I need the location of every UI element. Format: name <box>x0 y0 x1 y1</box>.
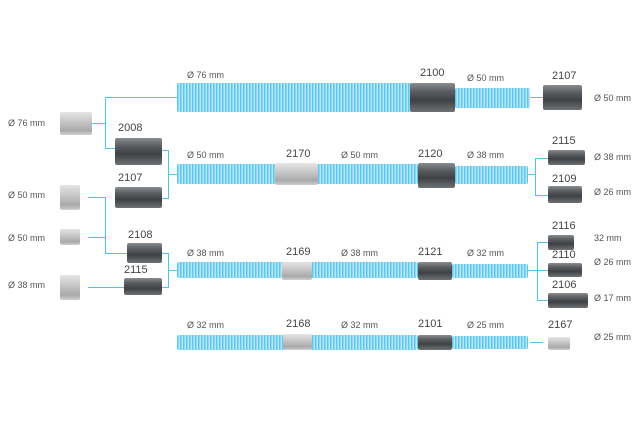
adapter-2107-left <box>115 187 162 208</box>
row4-coupler-code: 2168 <box>286 318 311 330</box>
end-code: 2109 <box>552 173 577 185</box>
pipe-76 <box>60 112 92 135</box>
connector-2120 <box>418 163 455 188</box>
end-piece-2115 <box>548 150 585 165</box>
hose-38-out <box>455 166 528 184</box>
code-2107-left: 2107 <box>118 172 143 184</box>
connector-line <box>88 237 105 238</box>
connector-line <box>162 287 168 288</box>
row4-connector-code: 2101 <box>418 318 443 330</box>
row3-connector-code: 2121 <box>418 246 443 258</box>
row3-hose2-label: Ø 38 mm <box>341 248 379 258</box>
connector-line <box>162 253 168 254</box>
hose-32-out <box>452 264 528 278</box>
connector-2100 <box>410 83 455 112</box>
row3-hose-label: Ø 38 mm <box>187 248 225 258</box>
coupler-2168 <box>283 334 312 350</box>
row2-connector-code: 2120 <box>418 148 443 160</box>
connector-line <box>162 150 168 151</box>
connector-line <box>528 270 537 271</box>
row1-out-label: Ø 50 mm <box>467 73 505 83</box>
connector-line <box>535 158 548 159</box>
connector-line <box>537 242 548 243</box>
connector-line <box>168 270 177 271</box>
end-code: 2115 <box>552 135 576 147</box>
connector-2121 <box>418 262 452 280</box>
row4-hose2-label: Ø 32 mm <box>341 320 379 330</box>
connector-line <box>530 342 543 343</box>
end-piece-2116 <box>548 235 574 250</box>
row4-out-label: Ø 25 mm <box>467 320 505 330</box>
end-code: 2110 <box>552 249 576 261</box>
end-code: 2106 <box>552 279 577 291</box>
connector-line <box>168 174 177 175</box>
connector-line <box>535 195 548 196</box>
end-size: Ø 17 mm <box>594 293 632 303</box>
connector-line <box>530 97 543 98</box>
connector-line <box>105 253 127 254</box>
row2-coupler-code: 2170 <box>286 148 311 160</box>
connector-line <box>537 270 548 271</box>
row4-hose-label: Ø 32 mm <box>187 320 225 330</box>
hose-50-out <box>455 88 530 108</box>
connector-line <box>162 198 168 199</box>
connector-2101 <box>418 335 452 350</box>
end-size: Ø 38 mm <box>594 152 632 162</box>
row3-coupler-code: 2169 <box>286 246 311 258</box>
end-size: Ø 50 mm <box>594 93 632 103</box>
connector-line <box>535 158 536 196</box>
coupler-2170 <box>275 163 318 185</box>
connector-line <box>88 197 105 198</box>
hose-25-out <box>452 336 528 349</box>
end-code: 2167 <box>548 319 573 331</box>
label-pipe-50: Ø 50 mm <box>8 233 46 243</box>
end-piece-2107 <box>543 85 582 110</box>
end-size: 32 mm <box>594 233 622 243</box>
cap-38 <box>60 275 80 300</box>
end-size: Ø 26 mm <box>594 187 632 197</box>
row1-hose-label: Ø 76 mm <box>187 70 225 80</box>
connector-line <box>88 287 124 288</box>
connector-line <box>92 123 105 124</box>
coupler-2169 <box>282 262 312 280</box>
end-size: Ø 25 mm <box>594 332 632 342</box>
end-piece-2106 <box>548 293 588 308</box>
connector-line <box>537 242 538 301</box>
row2-out-label: Ø 38 mm <box>467 150 505 160</box>
connector-line <box>105 97 106 149</box>
cap-50 <box>60 185 80 210</box>
label-pipe-76: Ø 76 mm <box>8 118 46 128</box>
row3-out-label: Ø 32 mm <box>467 248 505 258</box>
end-code: 2116 <box>552 220 576 232</box>
code-2008: 2008 <box>118 122 143 134</box>
row2-hose2-label: Ø 50 mm <box>341 150 379 160</box>
end-piece-2109 <box>548 186 582 203</box>
adapter-2008 <box>115 138 162 165</box>
label-cap-38: Ø 38 mm <box>8 280 46 290</box>
label-cap-50: Ø 50 mm <box>8 190 46 200</box>
connector-line <box>105 97 177 98</box>
connector-line <box>528 174 535 175</box>
connector-line <box>105 148 115 149</box>
adapter-2108 <box>127 243 162 263</box>
hose-76 <box>177 83 411 112</box>
end-code: 2107 <box>552 70 577 82</box>
code-2115-left: 2115 <box>124 264 148 276</box>
connector-line <box>537 300 548 301</box>
adapter-2115-left <box>124 278 162 295</box>
end-size: Ø 26 mm <box>594 257 632 267</box>
connector-line <box>105 197 106 254</box>
pipe-50 <box>60 229 80 245</box>
end-piece-2167 <box>548 337 570 350</box>
end-piece-2110 <box>548 263 582 277</box>
row2-hose-label: Ø 50 mm <box>187 150 225 160</box>
code-2108: 2108 <box>128 229 153 241</box>
row1-connector-code: 2100 <box>420 67 445 79</box>
